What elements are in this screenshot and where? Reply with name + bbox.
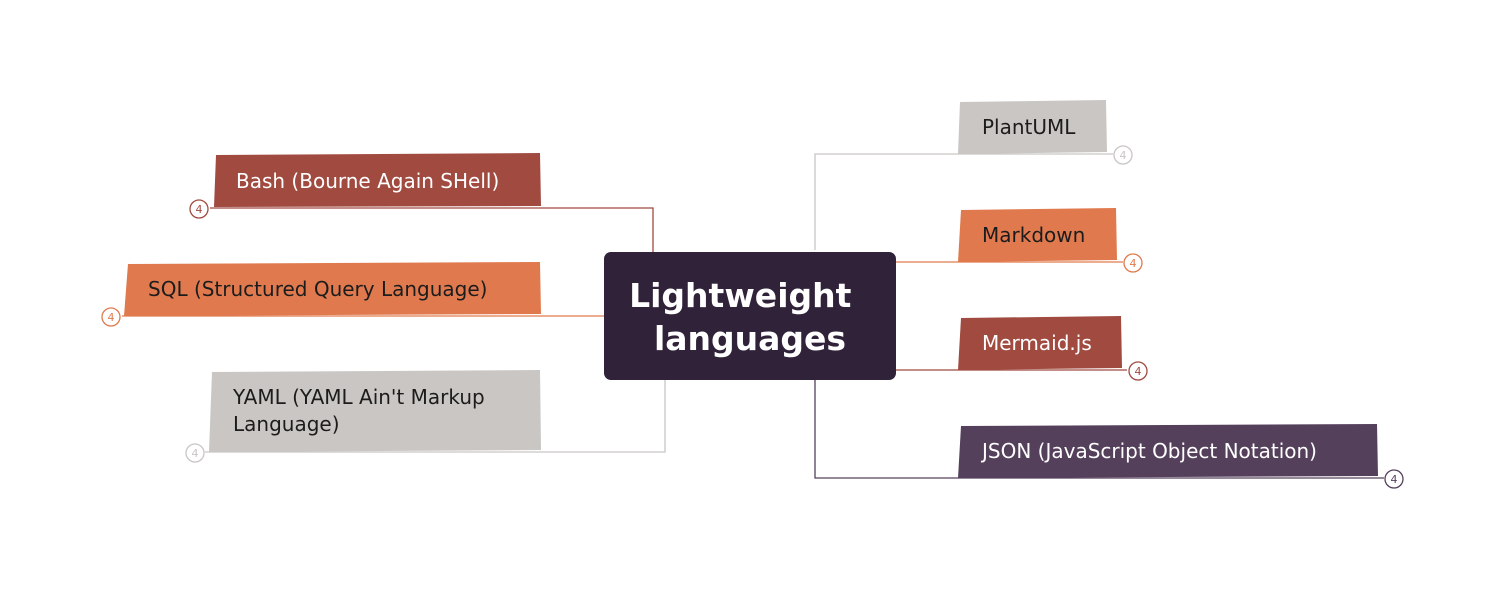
- node-sql-label: SQL (Structured Query Language): [148, 277, 487, 301]
- svg-text:4: 4: [196, 203, 203, 216]
- node-sql[interactable]: SQL (Structured Query Language): [124, 262, 541, 316]
- svg-text:4: 4: [1135, 365, 1142, 378]
- node-bash[interactable]: Bash (Bourne Again SHell): [214, 153, 541, 207]
- collapse-badge-json[interactable]: 4: [1384, 469, 1404, 489]
- connector-json: [814, 380, 1384, 479]
- svg-text:4: 4: [108, 311, 115, 324]
- node-json[interactable]: JSON (JavaScript Object Notation): [958, 424, 1378, 478]
- central-topic-line-2: languages: [654, 319, 846, 358]
- svg-text:Bash (Bourne Again SHell): Bash (Bourne Again SHell): [236, 169, 499, 193]
- svg-text:4: 4: [1130, 257, 1137, 270]
- collapse-badge-bash[interactable]: 4: [189, 199, 209, 219]
- svg-text:Markdown: Markdown: [982, 223, 1085, 247]
- node-bash-label: Bash (Bourne Again SHell): [236, 169, 499, 193]
- connector-bash: [210, 207, 654, 258]
- collapse-badge-plantuml[interactable]: 4: [1113, 145, 1133, 165]
- node-yaml[interactable]: YAML (YAML Ain't Markup Language): [209, 370, 541, 452]
- node-plantuml[interactable]: PlantUML: [958, 100, 1107, 154]
- svg-text:JSON (JavaScript Object Notati: JSON (JavaScript Object Notation): [980, 439, 1317, 463]
- node-mermaid[interactable]: Mermaid.js: [958, 316, 1122, 370]
- collapse-badge-sql[interactable]: 4: [101, 307, 121, 327]
- node-mermaid-label: Mermaid.js: [982, 331, 1092, 355]
- connectors: [122, 153, 1384, 479]
- collapse-badge-mermaid[interactable]: 4: [1128, 361, 1148, 381]
- node-plantuml-label: PlantUML: [982, 115, 1076, 139]
- connector-plantuml: [814, 153, 1113, 250]
- svg-text:4: 4: [192, 447, 199, 460]
- connector-yaml: [205, 376, 666, 453]
- node-markdown[interactable]: Markdown: [958, 208, 1117, 262]
- svg-text:4: 4: [1391, 473, 1398, 486]
- node-json-label: JSON (JavaScript Object Notation): [980, 439, 1317, 463]
- collapse-badge-yaml[interactable]: 4: [185, 443, 205, 463]
- node-yaml-label-line-1: YAML (YAML Ain't Markup: [232, 385, 485, 409]
- node-markdown-label: Markdown: [982, 223, 1085, 247]
- svg-text:PlantUML: PlantUML: [982, 115, 1076, 139]
- node-yaml-label-line-2: Language): [233, 412, 340, 436]
- svg-text:4: 4: [1120, 149, 1127, 162]
- central-topic-line-1: Lightweight: [629, 276, 852, 315]
- svg-text:Lightweight languages: Lightweight languages: [629, 276, 863, 358]
- central-topic[interactable]: Lightweight languages: [604, 252, 896, 380]
- collapse-badge-markdown[interactable]: 4: [1123, 253, 1143, 273]
- svg-text:Mermaid.js: Mermaid.js: [982, 331, 1092, 355]
- svg-text:SQL (Structured Query Language: SQL (Structured Query Language): [148, 277, 487, 301]
- svg-text:YAML (YAML Ain't Markup: YAML (YAML Ain't Markup Language): [232, 385, 491, 436]
